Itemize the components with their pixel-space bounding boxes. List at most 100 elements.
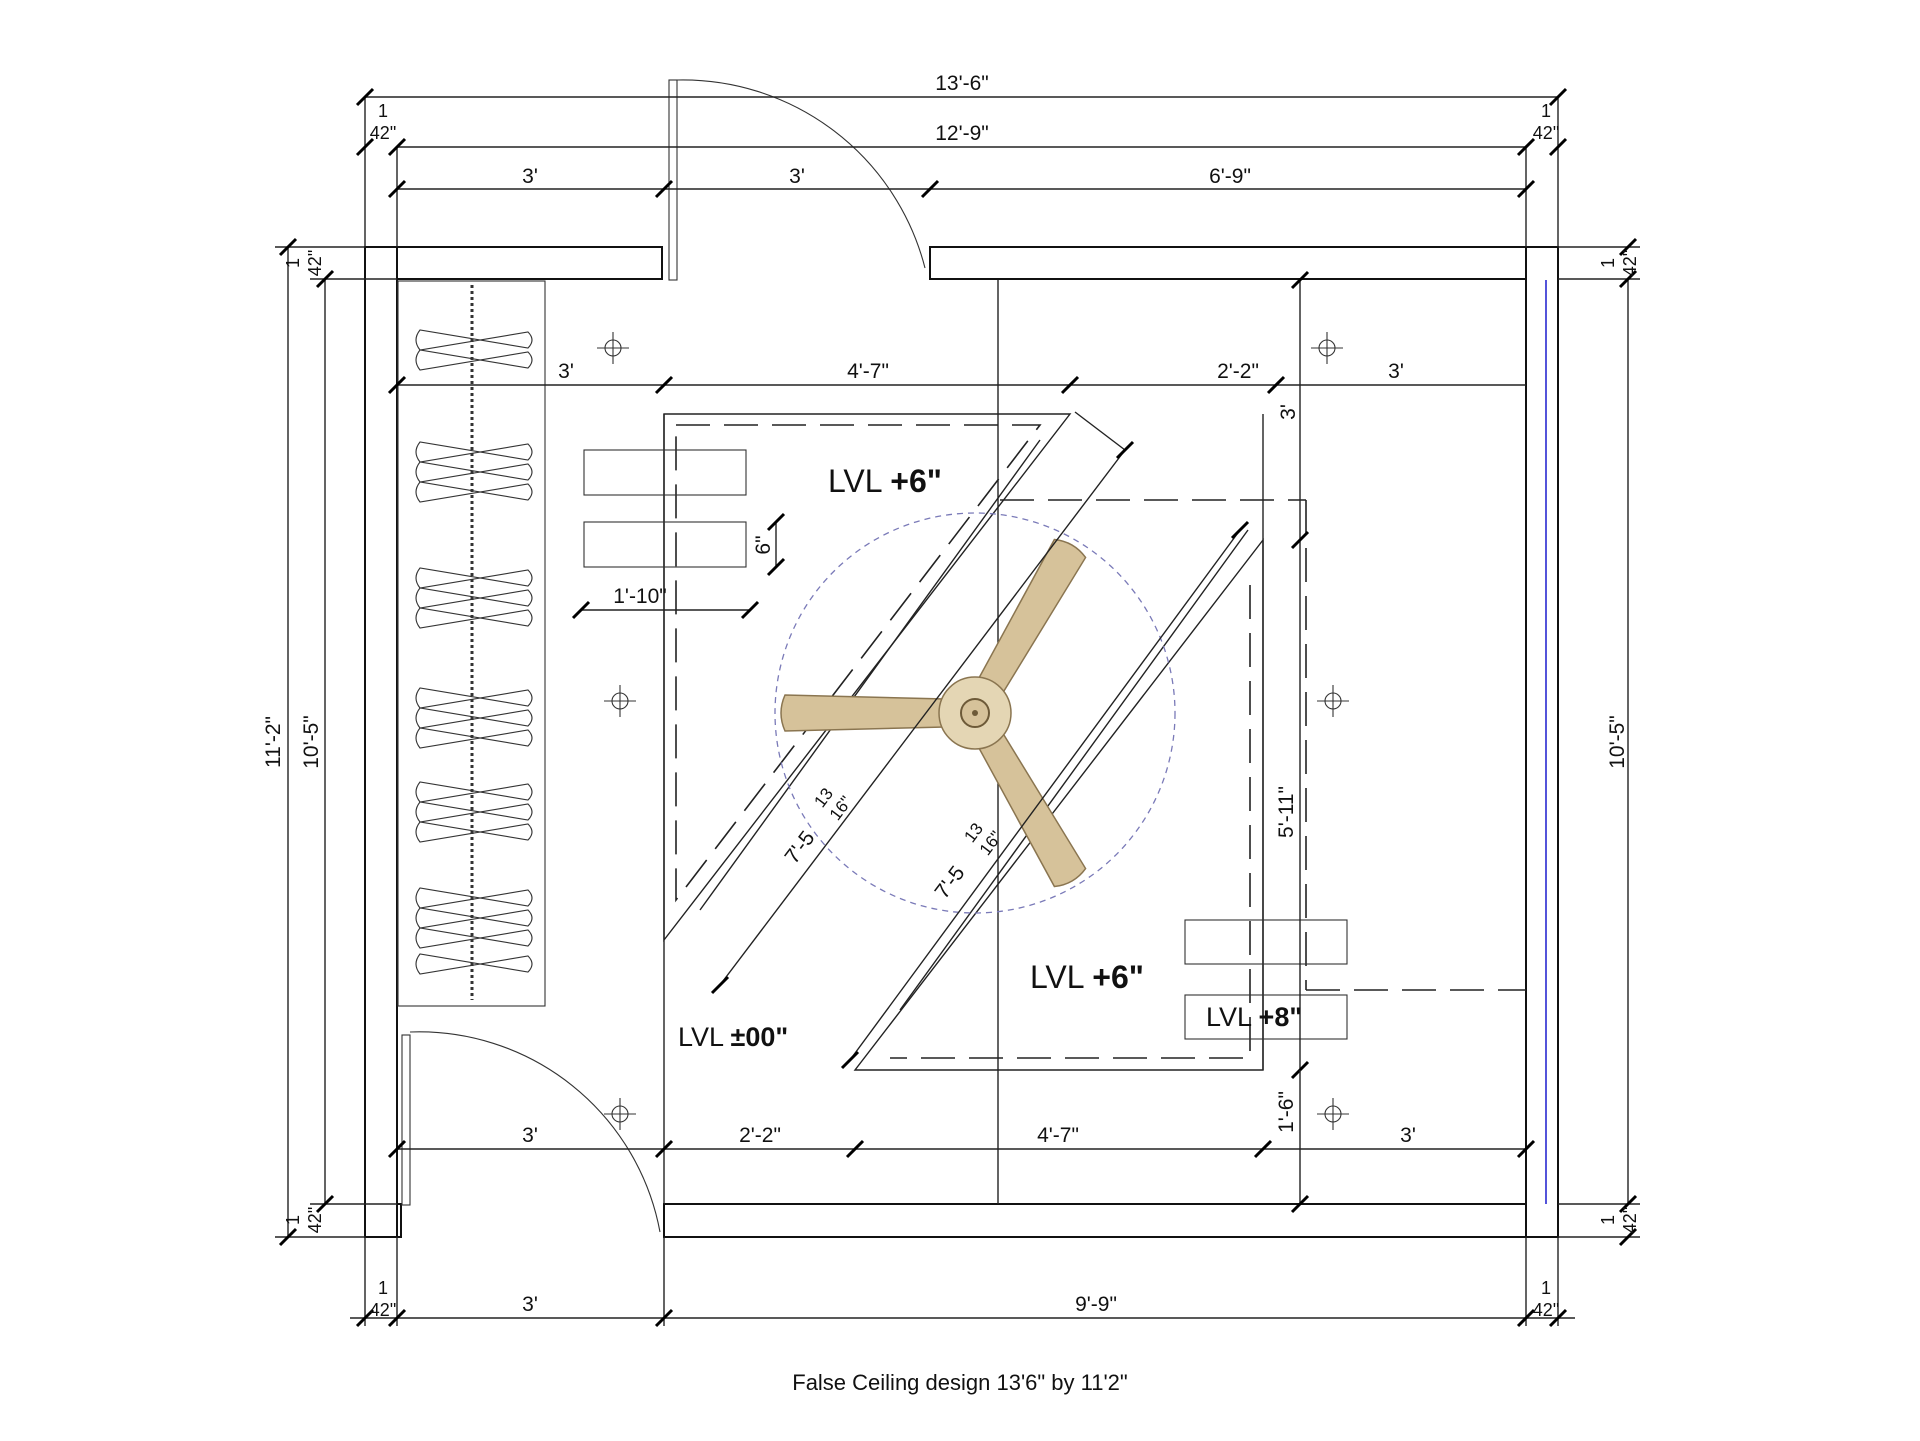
dimension-lines	[275, 87, 1640, 1328]
light-fixtures	[583, 332, 1349, 1130]
spot-light-icon	[1311, 332, 1343, 364]
wall-frac-den: 42"	[1620, 250, 1640, 276]
wall-thickness-label: 142"	[1533, 1278, 1559, 1320]
dim-diag-a: 7'-5 13 16"	[780, 784, 856, 868]
wardrobe-hangers	[415, 329, 533, 975]
wall-frac-num: 1	[1541, 1278, 1551, 1298]
spot-light-icon	[597, 332, 629, 364]
hanger	[415, 441, 533, 463]
hanger	[415, 329, 533, 351]
light-panel-1	[583, 449, 747, 496]
fan-blade-1	[780, 694, 946, 732]
dim-overall-height: 11'-2"	[262, 716, 285, 768]
lower-right-ceiling-panel	[853, 537, 1264, 1071]
hanger	[415, 707, 533, 729]
hanger	[415, 687, 533, 709]
hanger	[415, 461, 533, 483]
wall-frac-den: 42"	[1533, 123, 1559, 143]
hanger	[415, 801, 533, 823]
dim-top-seg-mid: 3'	[789, 165, 805, 188]
wall-thickness-label: 142"	[370, 1278, 396, 1320]
wardrobe	[397, 280, 546, 1007]
ceiling-fan	[774, 512, 1176, 914]
dim-right-vert-mid: 5'-11"	[1275, 786, 1298, 838]
hanger	[415, 953, 533, 975]
light-panel-2	[583, 521, 747, 568]
dim-bottom-right: 9'-9"	[1075, 1293, 1117, 1316]
bottom-door-leaf	[401, 1034, 411, 1206]
hanger	[415, 821, 533, 843]
dim-upper-right-b: 3'	[1388, 360, 1404, 383]
spot-light-icon	[604, 1098, 636, 1130]
bottom-door-swing	[409, 1031, 661, 1233]
spot-light-icon	[1317, 685, 1349, 717]
right-wall	[1525, 246, 1559, 1238]
dim-upper-mid: 4'-7"	[847, 360, 889, 383]
dim-bottom-left: 3'	[522, 1293, 538, 1316]
level-box: LVL +8"	[1206, 1002, 1302, 1032]
walls	[364, 246, 1559, 1238]
hanger	[415, 587, 533, 609]
hanger	[415, 781, 533, 803]
light-panel-3	[1184, 919, 1348, 965]
wall-frac-num: 1	[378, 101, 388, 121]
dim-inner-height-right: 10'-5"	[1606, 715, 1629, 769]
dim-top-seg-right: 6'-9"	[1209, 165, 1251, 188]
top-wall-left	[364, 246, 663, 280]
level-labels: LVL +6" LVL +6" LVL ±00" LVL +8"	[678, 463, 1302, 1052]
drawing-caption: False Ceiling design 13'6" by 11'2"	[792, 1370, 1127, 1395]
level-upper-left: LVL +6"	[828, 463, 942, 499]
ceiling-layout	[663, 280, 1526, 1204]
dim-light-width: 1'-10"	[613, 585, 667, 608]
hanger	[415, 567, 533, 589]
diag-strip-a	[699, 439, 1041, 911]
cove-lower-right	[890, 585, 1251, 1059]
wardrobe-outline	[397, 280, 546, 1007]
diag-strip-b	[899, 529, 1249, 1011]
dim-right-vert-small: 3'	[1277, 404, 1300, 420]
level-lower-right: LVL +6"	[1030, 959, 1144, 995]
dim-right-vert-low: 1'-6"	[1275, 1091, 1298, 1133]
fan-blade-2	[976, 538, 1087, 696]
wall-frac-den: 42"	[1620, 1207, 1640, 1233]
top-door-swing	[676, 79, 926, 269]
dim-overall-width: 13'-6"	[935, 72, 989, 95]
hanger	[415, 907, 533, 929]
hanger	[415, 481, 533, 503]
left-wall	[364, 246, 398, 1238]
hanger	[415, 727, 533, 749]
wall-frac-num: 1	[378, 1278, 388, 1298]
dim-inner-height: 10'-5"	[300, 715, 323, 769]
top-door-leaf	[668, 79, 678, 281]
wall-frac-num: 1	[1541, 101, 1551, 121]
spot-light-icon	[1317, 1098, 1349, 1130]
dim-lower-mid-a: 2'-2"	[739, 1124, 781, 1147]
wall-frac-num: 1	[1598, 258, 1618, 268]
dim-diag-b-text: 7'-5	[930, 862, 969, 903]
wall-frac-den: 42"	[370, 1300, 396, 1320]
hanger	[415, 927, 533, 949]
level-base: LVL ±00"	[678, 1022, 788, 1052]
dim-lower-mid-b: 4'-7"	[1037, 1124, 1079, 1147]
fan-sweep-circle	[774, 512, 1176, 914]
bottom-wall-right	[663, 1203, 1559, 1238]
wall-frac-den: 42"	[370, 123, 396, 143]
spot-light-icon	[604, 685, 636, 717]
upper-left-ceiling-panel	[663, 413, 1072, 943]
dim-light-depth: 6"	[752, 535, 775, 554]
wall-thickness-label: 142"	[1533, 101, 1559, 143]
light-panel-4	[1184, 994, 1348, 1040]
dim-top-seg-left: 3'	[522, 165, 538, 188]
wall-frac-num: 1	[283, 258, 303, 268]
hanger	[415, 607, 533, 629]
dim-diag-b: 7'-5 13 16"	[930, 819, 1006, 903]
spot-lights	[597, 332, 1349, 1130]
dim-inner-width: 12'-9"	[935, 122, 989, 145]
wall-thickness-label: 142"	[370, 101, 396, 143]
dim-upper-right-a: 2'-2"	[1217, 360, 1259, 383]
